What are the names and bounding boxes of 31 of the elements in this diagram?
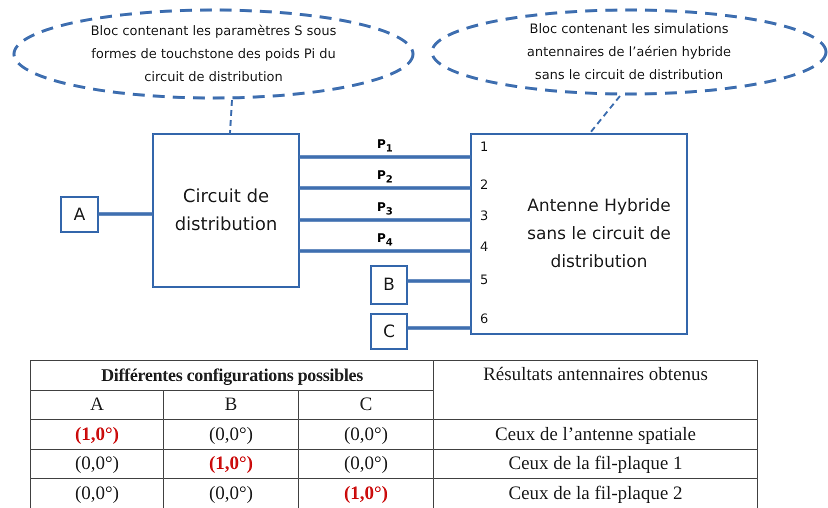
table-header-cell: Résultats antennaires obtenus <box>433 360 758 420</box>
node-text: Circuit de distribution <box>174 184 278 236</box>
connector-line <box>300 186 470 190</box>
port-number: 6 <box>480 312 488 327</box>
connector-line <box>408 326 470 330</box>
port-number: 3 <box>480 209 488 224</box>
node-text: Antenne Hybride sans le circuit de distribution <box>526 195 672 274</box>
port-box <box>370 265 408 305</box>
port-number: 4 <box>480 240 488 255</box>
port-number: 2 <box>480 178 488 193</box>
leader-line <box>589 95 621 134</box>
connector-line <box>99 212 152 216</box>
node-text: Bloc contenant les paramètres S sous formes de touchstone des poids Pi du circuit de distribution <box>90 22 338 86</box>
port-number: 5 <box>480 273 488 288</box>
connector-line <box>300 155 470 159</box>
connector-line <box>408 279 470 283</box>
dashed-ellipse <box>430 8 828 96</box>
port-box <box>60 196 99 233</box>
block-box <box>152 133 300 288</box>
dashed-ellipse <box>12 8 415 100</box>
node-text: B <box>383 275 395 295</box>
node-text: C <box>383 322 395 342</box>
port-box <box>370 313 408 350</box>
connector-line <box>300 249 470 253</box>
table-header-cell: Différentes configurations possibles <box>30 360 434 391</box>
node-text: Bloc contenant les simulations antennaires de l’aérien hybride sans le circuit de distribution <box>526 20 732 84</box>
connector-line <box>300 218 470 222</box>
port-number: 1 <box>480 140 488 155</box>
leader-line <box>229 100 233 134</box>
node-text: A <box>74 204 86 224</box>
block-box <box>470 133 688 335</box>
